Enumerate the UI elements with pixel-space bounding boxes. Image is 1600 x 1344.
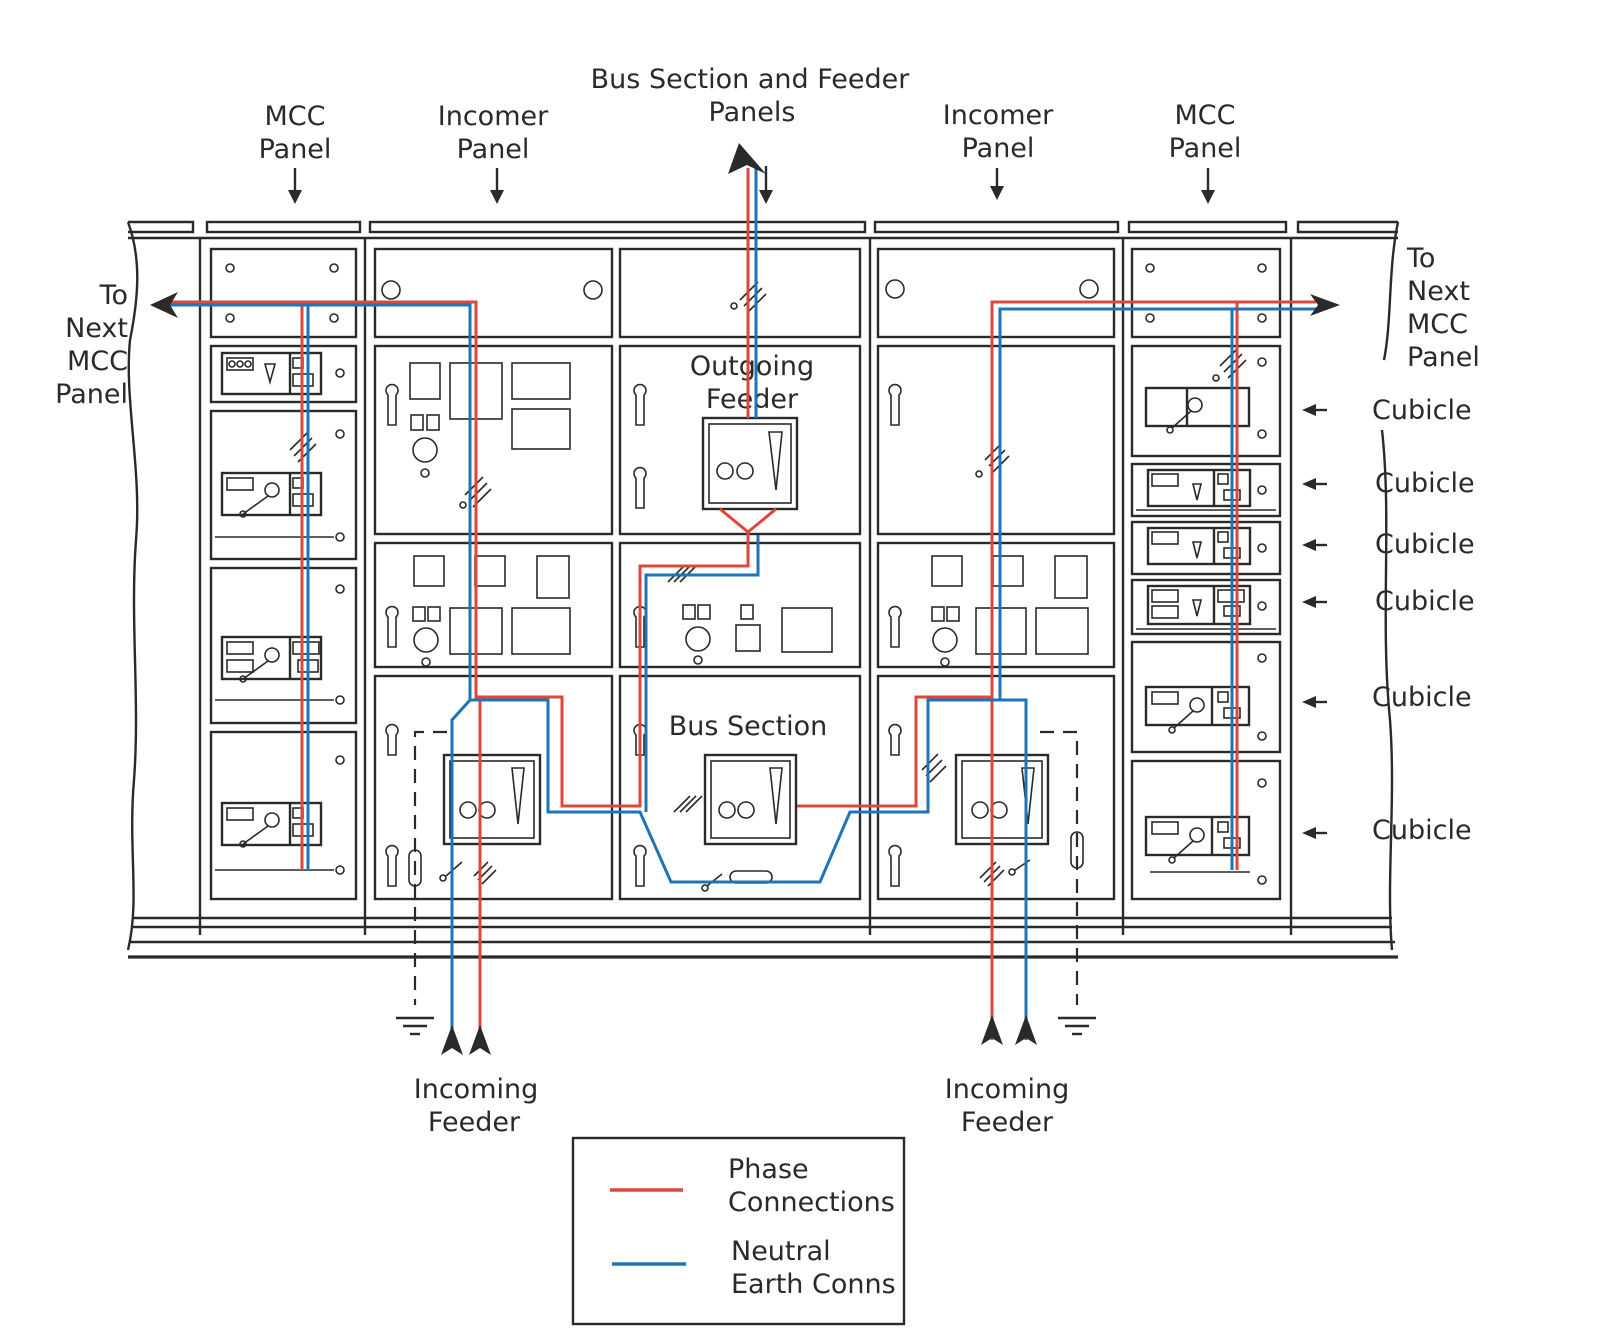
legend-box bbox=[571, 1136, 906, 1326]
cubicle-label: Cubicle bbox=[1375, 586, 1475, 617]
mcc-panel-right bbox=[1130, 247, 1282, 901]
svg-text:Panels: Panels bbox=[709, 97, 796, 128]
flow-arrow-icons bbox=[150, 143, 1340, 1055]
legend-neutral-label: Neutral bbox=[731, 1236, 831, 1267]
cubicle-label: Cubicle bbox=[1372, 815, 1472, 846]
earth-ground-icons bbox=[396, 1016, 1096, 1036]
svg-text:Panel: Panel bbox=[1169, 133, 1242, 164]
svg-text:Incoming: Incoming bbox=[945, 1074, 1070, 1105]
cubicle-label: Cubicle bbox=[1375, 529, 1475, 560]
svg-text:Incomer: Incomer bbox=[438, 101, 549, 132]
svg-text:MCC: MCC bbox=[1407, 309, 1468, 340]
svg-text:MCC: MCC bbox=[264, 101, 325, 132]
cubicle-arrow-icons bbox=[1302, 404, 1327, 839]
incomer-panel-left bbox=[373, 247, 614, 1005]
svg-text:Feeder: Feeder bbox=[961, 1107, 1054, 1138]
cubicle-label: Cubicle bbox=[1375, 468, 1475, 499]
legend-phase-label: Connections bbox=[728, 1187, 895, 1218]
svg-text:To: To bbox=[99, 280, 128, 311]
svg-text:Incoming: Incoming bbox=[414, 1074, 539, 1105]
incomer-panel-right bbox=[876, 247, 1116, 1005]
neutral-earth-connections bbox=[160, 168, 1316, 1040]
svg-text:Incomer: Incomer bbox=[943, 100, 1054, 131]
outgoing-feeder-label: Outgoing bbox=[690, 351, 814, 382]
down-arrow-icons bbox=[288, 166, 1215, 204]
label-mcc-panel-left: MCC Panel bbox=[259, 101, 332, 165]
svg-text:Bus Section and Feeder: Bus Section and Feeder bbox=[591, 64, 911, 95]
label-incomer-panel-right: Incomer Panel bbox=[943, 100, 1054, 164]
label-to-next-mcc-left: To Next MCC Panel bbox=[55, 280, 128, 410]
svg-text:Panel: Panel bbox=[259, 134, 332, 165]
phase-connections bbox=[160, 168, 1316, 1040]
svg-text:Panel: Panel bbox=[55, 379, 128, 410]
label-incomer-panel-left: Incomer Panel bbox=[438, 101, 549, 165]
svg-text:MCC: MCC bbox=[67, 346, 128, 377]
svg-text:Panel: Panel bbox=[1407, 342, 1480, 373]
legend-neutral-label: Earth Conns bbox=[731, 1269, 896, 1300]
label-mcc-panel-right: MCC Panel bbox=[1169, 100, 1242, 164]
cubicle-labels: Cubicle Cubicle Cubicle Cubicle Cubicle … bbox=[1372, 395, 1475, 846]
bus-section-label: Bus Section bbox=[669, 711, 828, 742]
label-incoming-feeder-left: Incoming Feeder bbox=[414, 1074, 539, 1138]
outgoing-feeder-label: Feeder bbox=[706, 384, 799, 415]
svg-text:Panel: Panel bbox=[962, 133, 1035, 164]
label-incoming-feeder-right: Incoming Feeder bbox=[945, 1074, 1070, 1138]
mcc-panel-left bbox=[209, 247, 358, 901]
svg-text:Panel: Panel bbox=[457, 134, 530, 165]
label-bus-section-feeder-panels: Bus Section and Feeder Panels bbox=[591, 64, 911, 128]
legend: Phase Connections Neutral Earth Conns bbox=[571, 1136, 906, 1326]
svg-text:To: To bbox=[1406, 243, 1435, 274]
cubicle-label: Cubicle bbox=[1372, 395, 1472, 426]
svg-text:Next: Next bbox=[65, 313, 128, 344]
label-to-next-mcc-right: To Next MCC Panel bbox=[1406, 243, 1480, 373]
legend-phase-label: Phase bbox=[728, 1154, 809, 1185]
svg-text:Next: Next bbox=[1407, 276, 1470, 307]
svg-text:MCC: MCC bbox=[1174, 100, 1235, 131]
svg-text:Feeder: Feeder bbox=[428, 1107, 521, 1138]
switchboard-frame bbox=[126, 220, 1400, 959]
